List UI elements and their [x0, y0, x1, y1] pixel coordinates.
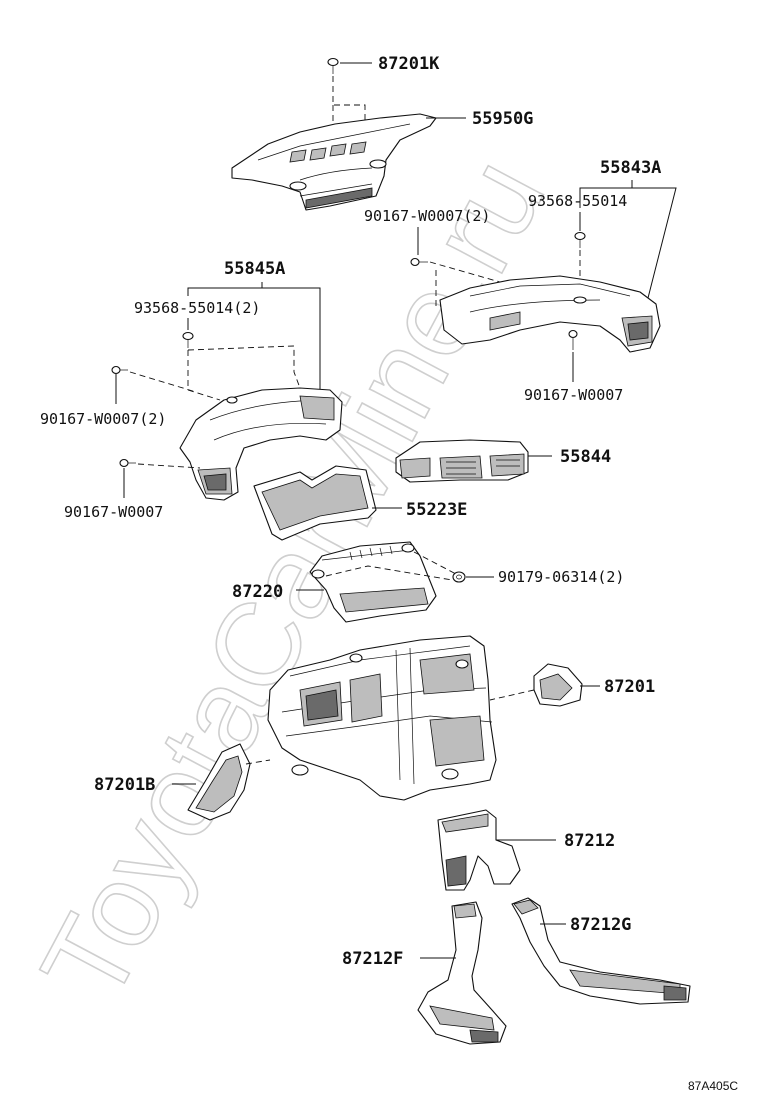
duct-87201b-drawing	[187, 743, 251, 821]
duct-87212g-drawing	[511, 897, 691, 1005]
label-55844: 55844	[560, 447, 611, 467]
duct-87201-drawing	[533, 663, 583, 707]
duct-87212-drawing	[437, 809, 521, 891]
screw-93568-55014-2-drawing	[182, 331, 194, 348]
label-90167-w0007-left: 90167-W0007	[64, 503, 163, 521]
bolt-90167-w0007-left-drawing	[119, 458, 136, 468]
label-87212: 87212	[564, 831, 615, 851]
label-55843a: 55843A	[600, 158, 661, 178]
nut-90179-06314-drawing	[452, 571, 466, 583]
diagram-code: 87A405C	[688, 1079, 738, 1093]
label-55950g: 55950G	[472, 109, 533, 129]
hvac-unit-drawing	[267, 635, 497, 801]
panel-55223e-drawing	[253, 465, 377, 541]
bolt-90167-w0007-right-drawing	[568, 329, 578, 350]
duct-55950g-drawing	[231, 113, 437, 211]
label-93568-55014: 93568-55014	[528, 192, 627, 210]
label-87212f: 87212F	[342, 949, 403, 969]
duct-55843a-drawing	[439, 275, 661, 353]
screw-93568-55014-drawing	[574, 231, 586, 248]
watermark-text: ToyotaCarMine.ru	[16, 138, 570, 1022]
duct-55845a-drawing	[179, 387, 343, 501]
label-55845a: 55845A	[224, 259, 285, 279]
bolt-90167-w0007-upper-drawing	[410, 257, 428, 267]
label-90179-06314-2: 90179-06314(2)	[498, 568, 624, 586]
label-93568-55014-2: 93568-55014(2)	[134, 299, 260, 317]
bolt-90167-w0007-2-left-drawing	[111, 365, 128, 375]
label-87201: 87201	[604, 677, 655, 697]
label-87212g: 87212G	[570, 915, 631, 935]
nozzle-87220-drawing	[309, 541, 437, 623]
label-87220: 87220	[232, 582, 283, 602]
label-90167-w0007-2-left: 90167-W0007(2)	[40, 410, 166, 428]
screw-87201k-drawing	[327, 57, 339, 74]
duct-87212f-drawing	[417, 901, 507, 1045]
label-90167-w0007-2-upper: 90167-W0007(2)	[364, 207, 490, 225]
register-55844-drawing	[395, 439, 529, 483]
label-87201b: 87201B	[94, 775, 155, 795]
label-87201k: 87201K	[378, 54, 440, 74]
label-55223e: 55223E	[406, 500, 467, 520]
label-90167-w0007-right: 90167-W0007	[524, 386, 623, 404]
